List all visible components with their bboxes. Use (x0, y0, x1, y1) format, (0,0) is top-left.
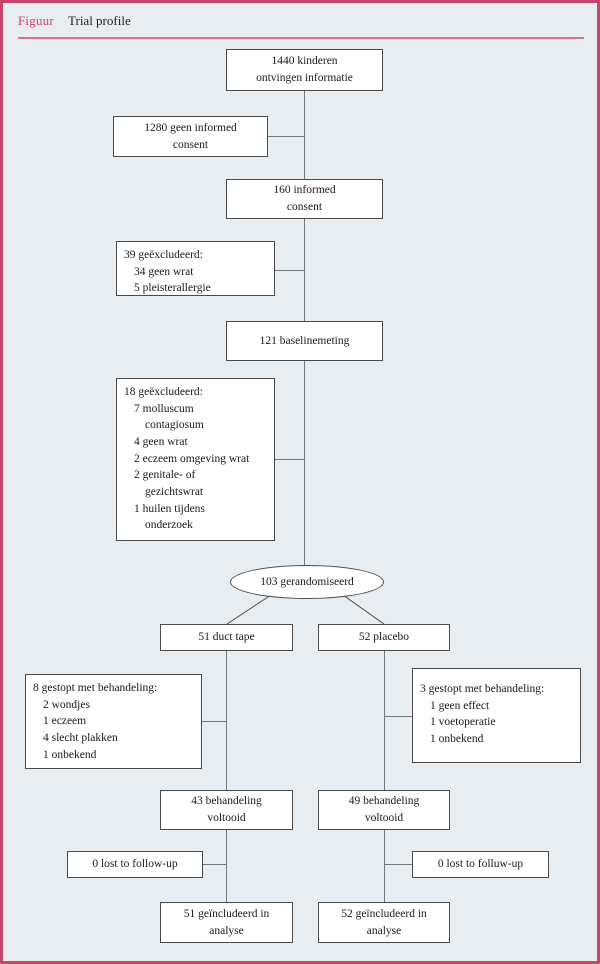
node-excluded-39-item-1: 5 pleisterallergie (134, 282, 211, 295)
node-completed-right-line2: voltooid (364, 812, 404, 824)
node-consent: 160 informed consent (226, 179, 383, 219)
connector-right-stopped-stub (384, 716, 412, 717)
node-enrolled-line2: ontvingen informatie (256, 72, 353, 84)
node-no-consent: 1280 geen informed consent (113, 116, 268, 157)
node-completed-left-line1: 43 behandeling (191, 795, 262, 808)
node-lost-left-line1: 0 lost to follow-up (92, 858, 178, 871)
connector-enrolled-to-consent (304, 91, 305, 179)
connector-right-lost-stub (384, 864, 412, 865)
node-baseline: 121 baselinemeting (226, 321, 383, 361)
figure-header: Figuur Trial profile (18, 11, 584, 39)
figure-title: Trial profile (68, 13, 131, 28)
node-no-consent-line1: 1280 geen informed (144, 121, 237, 134)
connector-baseline-to-randomised (304, 361, 305, 565)
node-lost-right: 0 lost to folluw-up (412, 851, 549, 878)
node-excluded-18-item-1: contagiosum (145, 419, 204, 432)
node-stopped-left-item-0: 2 wondjes (43, 698, 90, 711)
node-analysed-right-line1: 52 geïncludeerd in (341, 907, 427, 920)
connector-to-excluded-39 (275, 270, 305, 271)
node-excluded-39: 39 geëxcludeerd: 34 geen wrat 5 pleister… (116, 241, 275, 296)
figure-label: Figuur (18, 13, 54, 28)
node-consent-line2: consent (286, 201, 323, 213)
connector-left-arm-to-completed (226, 651, 227, 790)
node-completed-left-line2: voltooid (207, 812, 246, 824)
node-excluded-18-item-6: 1 huilen tijdens (134, 502, 205, 515)
connector-right-completed-to-analysed (384, 830, 385, 902)
node-stopped-right-item-0: 1 geen effect (430, 699, 490, 712)
node-analysed-left: 51 geïncludeerd in analyse (160, 902, 293, 943)
node-baseline-line1: 121 baselinemeting (259, 334, 350, 347)
node-excluded-18-item-7: onderzoek (145, 519, 193, 532)
node-stopped-left: 8 gestopt met behandeling: 2 wondjes 1 e… (25, 674, 202, 769)
node-excluded-18-item-2: 4 geen wrat (134, 436, 188, 449)
node-excluded-18-header: 18 geëxcludeerd: (124, 386, 203, 398)
node-excluded-18: 18 geëxcludeerd: 7 molluscum contagiosum… (116, 378, 275, 541)
node-stopped-left-header: 8 gestopt met behandeling: (33, 682, 158, 694)
node-stopped-right-item-2: 1 onbekend (430, 733, 484, 746)
node-analysed-right: 52 geïncludeerd in analyse (318, 902, 450, 943)
node-stopped-right-header: 3 gestopt met behandeling: (420, 683, 545, 695)
node-lost-left: 0 lost to follow-up (67, 851, 203, 878)
connector-to-excluded-18 (275, 459, 305, 460)
randomisation-split-lines (226, 594, 385, 625)
connector-left-completed-to-analysed (226, 830, 227, 902)
node-analysed-left-line2: analyse (209, 924, 244, 937)
node-no-consent-line2: consent (172, 138, 209, 151)
node-lost-right-line1: 0 lost to folluw-up (437, 858, 524, 871)
connector-left-lost-stub (203, 864, 227, 865)
node-enrolled: 1440 kinderen ontvingen informatie (226, 49, 383, 91)
node-randomised: 103 gerandomiseerd (230, 565, 384, 599)
node-enrolled-line1: 1440 kinderen (271, 55, 338, 68)
node-arm-left: 51 duct tape (160, 624, 293, 651)
node-analysed-left-line1: 51 geïncludeerd in (183, 907, 270, 920)
node-consent-line1: 160 informed (273, 184, 336, 197)
node-completed-right: 49 behandeling voltooid (318, 790, 450, 830)
node-excluded-18-item-3: 2 eczeem omgeving wrat (134, 452, 250, 465)
node-arm-right: 52 placebo (318, 624, 450, 651)
node-completed-right-line1: 49 behandeling (348, 795, 420, 808)
node-stopped-right-item-1: 1 voetoperatie (430, 716, 496, 729)
connector-to-no-consent (268, 136, 305, 137)
node-excluded-18-item-5: gezichtswrat (145, 486, 204, 499)
node-randomised-line1: 103 gerandomiseerd (260, 576, 354, 588)
node-completed-left: 43 behandeling voltooid (160, 790, 293, 830)
node-analysed-right-line2: analyse (366, 924, 402, 937)
node-arm-left-line1: 51 duct tape (198, 631, 255, 644)
node-stopped-left-item-3: 1 onbekend (43, 748, 97, 761)
node-stopped-left-item-1: 1 eczeem (43, 715, 87, 728)
node-stopped-left-item-2: 4 slecht plakken (43, 732, 118, 745)
node-excluded-39-item-0: 34 geen wrat (134, 265, 194, 278)
node-arm-right-line1: 52 placebo (358, 631, 410, 644)
node-excluded-39-header: 39 geëxcludeerd: (124, 249, 203, 261)
node-excluded-18-item-4: 2 genitale- of (134, 469, 196, 482)
connector-right-arm-to-completed (384, 651, 385, 790)
connector-left-stopped-stub (202, 721, 227, 722)
node-stopped-right: 3 gestopt met behandeling: 1 geen effect… (412, 668, 581, 763)
node-excluded-18-item-0: 7 molluscum (134, 402, 194, 415)
